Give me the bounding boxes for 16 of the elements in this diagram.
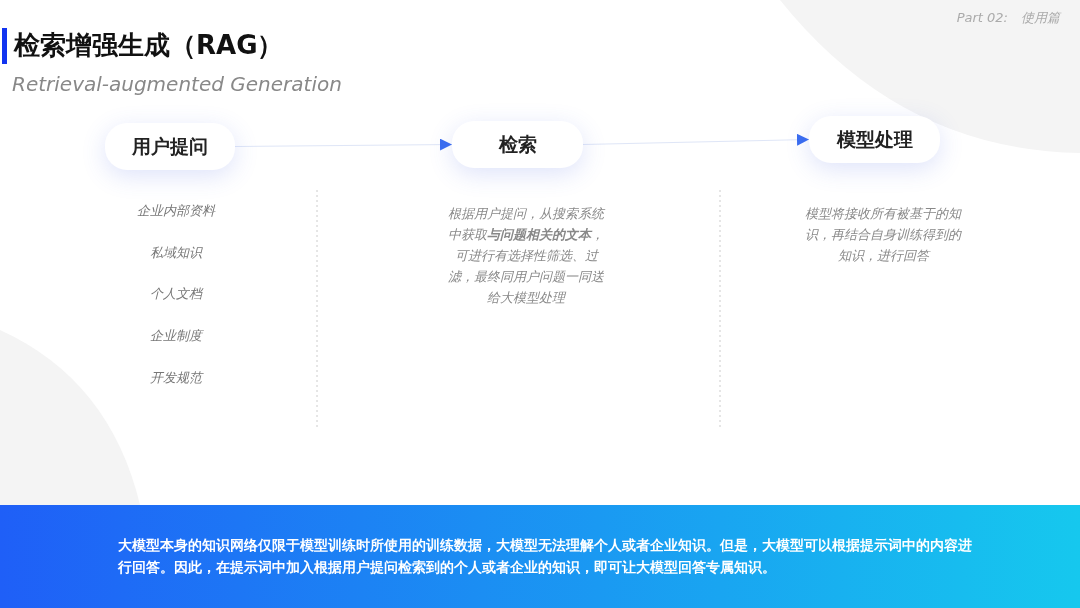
step-pill: 模型处理 xyxy=(809,116,940,163)
footer-note: 大模型本身的知识网络仅限于模型训练时所使用的训练数据，大模型无法理解个人或者企业知识。但是，大模型可以根据提示词中的内容进行回答。因此，在提示词中加入根据用户提问检索到的个人或者企业的知识，即可让大模型回答专属知识。 xyxy=(118,536,973,577)
list-item-text: 开发规范 xyxy=(149,368,205,387)
list-item-text: 个人文档 xyxy=(149,285,205,304)
arrow xyxy=(234,138,453,151)
step-pill: 用户提问 xyxy=(105,123,235,170)
description-text: 根据用户提问，从搜索系统中获取与问题相关的文本，可进行有选择性筛选、过滤，最终同用户问题一同送给大模型处理 xyxy=(448,205,604,307)
list-item-text: 企业制度 xyxy=(149,327,205,346)
step-pill: 检索 xyxy=(452,121,583,168)
slide-title: 检索增强生成（RAG） xyxy=(14,29,284,62)
list-item-text: 私域知识 xyxy=(149,243,204,262)
list-item-text: 企业内部资料 xyxy=(136,202,217,220)
section-label: Part 02: 使用篇 xyxy=(956,9,1060,27)
slide-subtitle: Retrieval-augmented Generation xyxy=(12,72,342,96)
description-text: 模型将接收所有被基于的知识，再结合自身训练得到的知识，进行回答 xyxy=(805,205,961,265)
arrow xyxy=(582,133,810,146)
